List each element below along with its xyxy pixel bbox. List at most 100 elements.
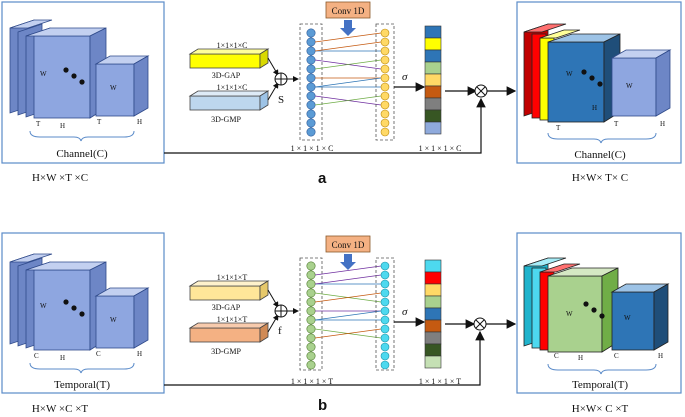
multiply-operator-a <box>474 84 488 98</box>
node <box>306 109 316 119</box>
gmp-dim-a: 1×1×1×C <box>217 83 248 92</box>
input-w1-label: W <box>40 302 47 310</box>
weight-cell <box>424 295 442 309</box>
weight-cell <box>424 355 442 369</box>
node <box>380 28 390 38</box>
node-edge <box>314 41 382 52</box>
weight-bar-a <box>424 25 442 135</box>
conv-label-b: Conv 1D <box>332 240 365 250</box>
node-edge <box>314 95 382 106</box>
input-cube-stack-b <box>9 253 107 351</box>
node-edge <box>314 328 382 339</box>
node-group-left-b <box>306 261 316 370</box>
panel-a: W H T W H T Channel(C) H×W ×T ×C 1×1×1×C… <box>1 1 682 187</box>
node <box>306 324 316 334</box>
output-dims-a: H×W× T× C <box>572 172 628 184</box>
gmp-label-b: 3D-GMP <box>211 347 241 356</box>
output-w2-label: W <box>626 82 633 90</box>
input-caption-a: Channel(C) <box>56 148 108 160</box>
node-edge <box>314 32 382 43</box>
output-h2-label: H <box>658 352 663 360</box>
node <box>380 109 390 119</box>
node-edge <box>314 77 382 88</box>
node <box>380 333 390 343</box>
gap-dim-a: 1×1×1×C <box>217 41 248 50</box>
node <box>380 270 390 280</box>
node-column-left-b <box>299 257 323 371</box>
input-brace-a <box>29 130 135 142</box>
weight-cell <box>424 271 442 285</box>
input-c1-label: C <box>34 352 39 360</box>
node <box>380 73 390 83</box>
input-h2-label: H <box>137 350 142 358</box>
node-edge <box>314 59 382 70</box>
node <box>380 55 390 65</box>
ellipsis-dot <box>589 75 595 81</box>
ellipsis-dot <box>79 79 85 85</box>
gmp-bar-b <box>188 322 270 343</box>
node <box>380 279 390 289</box>
panel-letter-a: a <box>318 170 327 187</box>
output-h1-label: H <box>592 104 597 112</box>
input-caption-b: Temporal(T) <box>54 379 110 391</box>
weight-cell <box>424 259 442 273</box>
gmp-bar-a <box>188 90 270 111</box>
weight-bar-b <box>424 259 442 369</box>
node-group-right-a <box>380 28 390 137</box>
node <box>380 261 390 271</box>
node <box>380 127 390 137</box>
input-t1-label: T <box>36 120 41 128</box>
node-group-left-a <box>306 28 316 137</box>
ellipsis-dot <box>79 311 85 317</box>
sigma-label-b: σ <box>402 306 408 318</box>
node <box>306 261 316 271</box>
node <box>380 360 390 370</box>
node-connections-b <box>314 265 382 339</box>
input-w1-label: W <box>40 70 47 78</box>
vector-dim-left-b: 1 × 1 × 1 × T <box>291 377 333 386</box>
output-caption-b: Temporal(T) <box>572 379 628 391</box>
node <box>306 333 316 343</box>
node <box>380 306 390 316</box>
gmp-label-a: 3D-GMP <box>211 115 241 124</box>
input-h1-label: H <box>60 122 65 130</box>
node <box>380 288 390 298</box>
input-cube-stack-a <box>9 19 107 119</box>
ellipsis-dot <box>71 305 77 311</box>
ellipsis-dot <box>591 307 597 313</box>
input-dims-b: H×W ×C ×T <box>32 403 89 415</box>
gap-label-b: 3D-GAP <box>212 303 241 312</box>
node <box>306 306 316 316</box>
weight-cell <box>424 331 442 345</box>
weight-cell <box>424 37 442 51</box>
node <box>306 100 316 110</box>
node <box>306 64 316 74</box>
gap-bar-b <box>188 280 270 301</box>
gap-bar-a <box>188 48 270 69</box>
node <box>380 82 390 92</box>
input-w2-label: W <box>110 84 117 92</box>
node <box>306 118 316 128</box>
output-cube-stack-b <box>523 257 619 353</box>
node-connections-a <box>314 32 382 106</box>
weight-cell <box>424 97 442 111</box>
skip-connection-a <box>164 97 486 154</box>
node <box>306 360 316 370</box>
weight-cell <box>424 25 442 39</box>
gap-label-a: 3D-GAP <box>212 71 241 80</box>
input-c2-label: C <box>96 350 101 358</box>
node <box>380 342 390 352</box>
ellipsis-dot <box>581 69 587 75</box>
output-w1-label: W <box>566 310 573 318</box>
input-h2-label: H <box>137 118 142 126</box>
output-single-cube-a <box>610 49 672 117</box>
node-edge <box>314 265 382 276</box>
skip-connection-b <box>164 330 485 386</box>
output-w2-label: W <box>624 314 631 322</box>
output-caption-a: Channel(C) <box>574 149 626 161</box>
node-edge <box>314 310 382 321</box>
node <box>306 55 316 65</box>
output-single-cube-b <box>610 283 670 351</box>
input-h1-label: H <box>60 354 65 362</box>
